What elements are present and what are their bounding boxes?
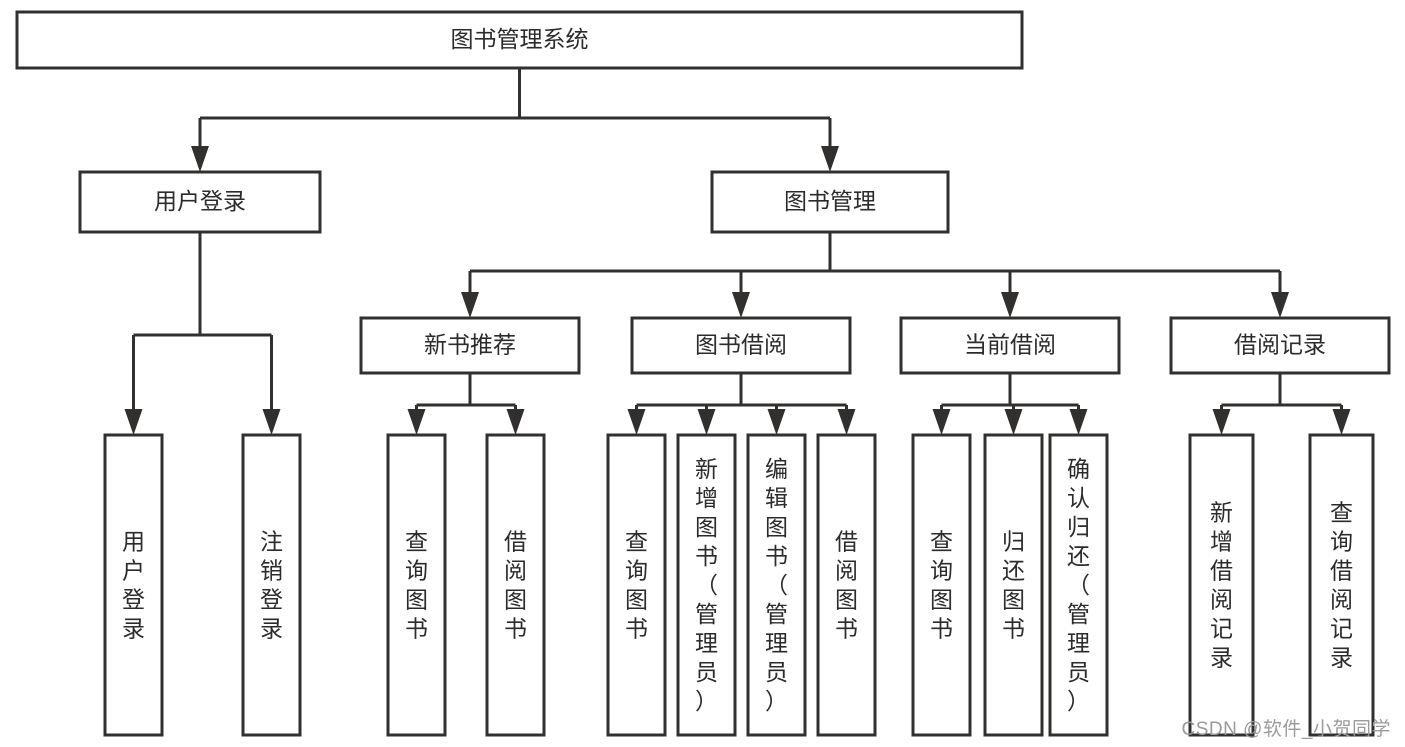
node-box[interactable] (485, 433, 546, 737)
node-label: 新书推荐 (424, 332, 516, 358)
node-new-book-rec[interactable]: 新书推荐 (359, 316, 581, 375)
node-label: 借阅图书 (504, 529, 527, 642)
node-box[interactable] (1048, 433, 1109, 737)
node-label: 用户登录 (122, 529, 145, 642)
node-box[interactable] (746, 433, 807, 737)
node-leaf-bb-borrow-book[interactable]: 借阅图书 (816, 433, 877, 737)
node-current-borrow[interactable]: 当前借阅 (899, 316, 1121, 375)
node-box[interactable] (816, 433, 877, 737)
node-box[interactable] (630, 316, 852, 375)
node-box[interactable] (103, 433, 164, 737)
node-borrow-record[interactable]: 借阅记录 (1169, 316, 1391, 375)
node-book-manage[interactable]: 图书管理 (710, 170, 950, 234)
connector-group (1212, 373, 1351, 435)
node-layer: 图书管理系统用户登录图书管理新书推荐图书借阅当前借阅借阅记录用户登录注销登录查询… (15, 10, 1391, 737)
connector-group (124, 232, 281, 435)
node-leaf-cb-confirm-return[interactable]: 确认归还（管理员） (1048, 433, 1109, 737)
node-leaf-br-add-record[interactable]: 新增借阅记录 (1188, 433, 1255, 737)
connector-layer (124, 68, 1351, 435)
node-label: 用户登录 (154, 188, 246, 214)
connector-group (627, 373, 856, 435)
node-book-borrow[interactable]: 图书借阅 (630, 316, 852, 375)
node-label: 图书管理系统 (451, 26, 589, 52)
node-root[interactable]: 图书管理系统 (15, 10, 1024, 70)
node-label: 查询图书 (405, 529, 428, 642)
node-label: 图书管理 (784, 188, 876, 214)
node-label: 编辑图书（管理员） (765, 456, 788, 714)
node-label: 新增图书（管理员） (695, 456, 718, 714)
node-box[interactable] (386, 433, 447, 737)
node-box[interactable] (676, 433, 737, 737)
connector-group (407, 373, 525, 435)
node-label: 新增借阅记录 (1210, 500, 1233, 671)
node-box[interactable] (911, 433, 972, 737)
node-box[interactable] (710, 170, 950, 234)
node-box[interactable] (78, 170, 322, 234)
node-label: 借阅记录 (1234, 332, 1326, 358)
node-label: 查询借阅记录 (1330, 500, 1353, 671)
node-leaf-rec-query-book[interactable]: 查询图书 (386, 433, 447, 737)
node-leaf-user-logout[interactable]: 注销登录 (241, 433, 302, 737)
node-label: 确认归还（管理员） (1067, 456, 1090, 714)
node-box[interactable] (15, 10, 1024, 70)
connector-group (932, 373, 1088, 435)
node-leaf-bb-query-book[interactable]: 查询图书 (606, 433, 667, 737)
node-leaf-bb-edit-book[interactable]: 编辑图书（管理员） (746, 433, 807, 737)
node-box[interactable] (983, 433, 1044, 737)
node-label: 图书借阅 (695, 332, 787, 358)
node-box[interactable] (359, 316, 581, 375)
node-label: 归还图书 (1002, 529, 1025, 642)
node-label: 查询图书 (625, 529, 648, 642)
node-box[interactable] (241, 433, 302, 737)
node-label: 借阅图书 (835, 529, 858, 642)
node-label: 当前借阅 (964, 332, 1056, 358)
node-box[interactable] (606, 433, 667, 737)
node-box[interactable] (1188, 433, 1255, 737)
node-leaf-cb-return-book[interactable]: 归还图书 (983, 433, 1044, 737)
node-box[interactable] (1308, 433, 1375, 737)
node-label: 查询图书 (930, 529, 953, 642)
node-leaf-br-query-record[interactable]: 查询借阅记录 (1308, 433, 1375, 737)
node-leaf-user-login[interactable]: 用户登录 (103, 433, 164, 737)
node-box[interactable] (1169, 316, 1391, 375)
node-leaf-rec-borrow-book[interactable]: 借阅图书 (485, 433, 546, 737)
node-label: 注销登录 (260, 529, 283, 642)
connector-group (461, 232, 1289, 318)
connector-group (191, 68, 839, 172)
node-leaf-cb-query-book[interactable]: 查询图书 (911, 433, 972, 737)
node-box[interactable] (899, 316, 1121, 375)
node-leaf-bb-add-book[interactable]: 新增图书（管理员） (676, 433, 737, 737)
node-user-login[interactable]: 用户登录 (78, 170, 322, 234)
